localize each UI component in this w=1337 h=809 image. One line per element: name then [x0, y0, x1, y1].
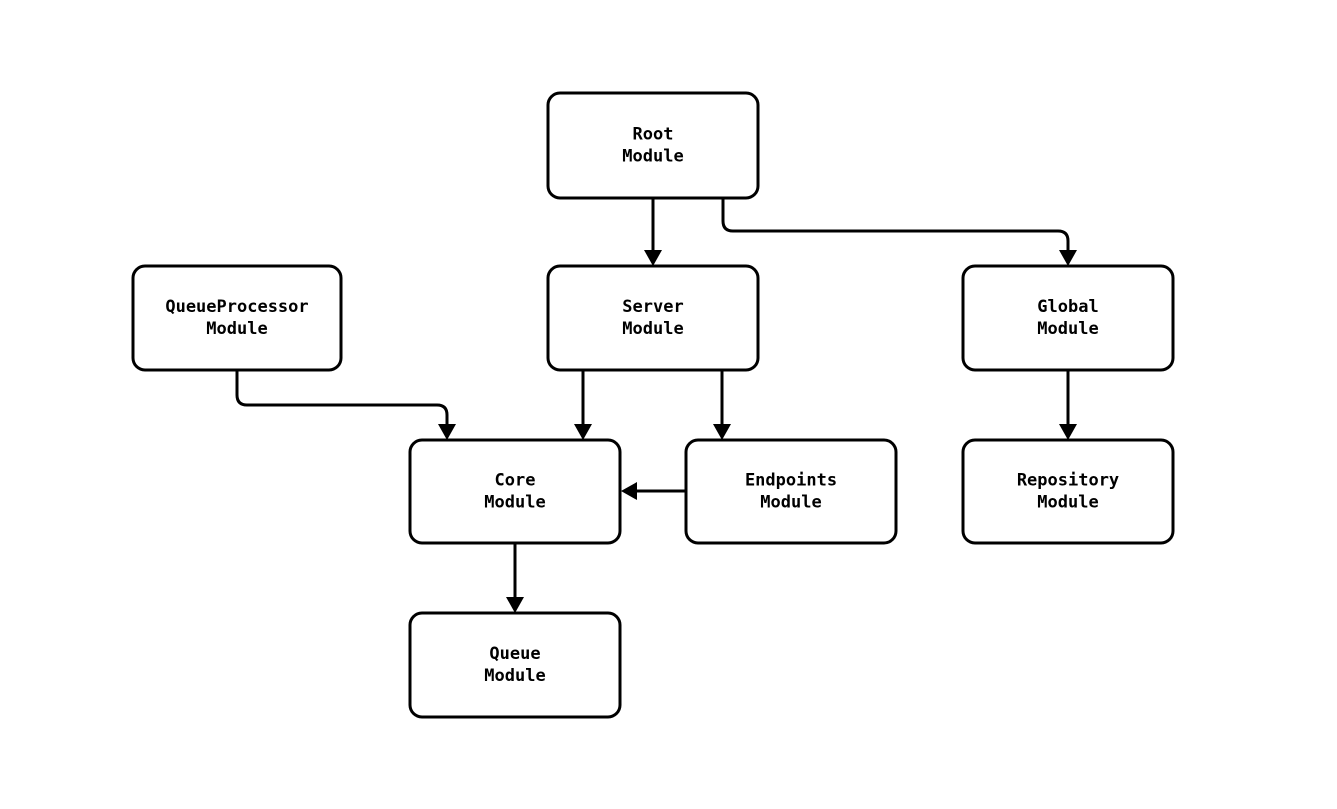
node-label-line1: Core [495, 471, 536, 491]
edge-endpoints-to-core [621, 482, 686, 500]
edge-root-to-global [721, 198, 1077, 266]
node-label-line1: Server [622, 297, 683, 317]
node-label-line2: Module [484, 493, 545, 513]
node-box[interactable] [546, 264, 760, 372]
edge-line [235, 370, 449, 427]
node-label-line2: Module [622, 319, 683, 339]
node-label-line2: Module [1037, 493, 1098, 513]
edge-line [721, 198, 1070, 253]
node-box[interactable] [961, 264, 1175, 372]
node-label-line2: Module [622, 147, 683, 167]
node-box[interactable] [408, 611, 622, 719]
edge-core-to-queue [506, 543, 524, 613]
arrowhead-icon [506, 597, 524, 613]
arrowhead-icon [1059, 250, 1077, 266]
node-label-line1: Queue [489, 644, 540, 664]
node-label-line2: Module [484, 666, 545, 686]
arrowhead-icon [574, 424, 592, 440]
edges-layer [235, 198, 1077, 613]
node-box[interactable] [684, 438, 898, 545]
node-label-line1: Global [1037, 297, 1098, 317]
node-label-line2: Module [760, 493, 821, 513]
node-box[interactable] [131, 264, 343, 372]
arrowhead-icon [644, 250, 662, 266]
node-label-line1: Root [633, 125, 674, 145]
arrowhead-icon [713, 424, 731, 440]
edge-queueprocessor-to-core [235, 370, 456, 440]
node-label-line1: Repository [1017, 471, 1119, 491]
arrowhead-icon [438, 424, 456, 440]
arrowhead-icon [1059, 424, 1077, 440]
node-box[interactable] [408, 438, 622, 545]
node-label-line2: Module [1037, 319, 1098, 339]
nodes-layer: RootModuleQueueProcessorModuleServerModu… [131, 91, 1175, 719]
edge-server-to-core [574, 370, 592, 440]
edge-root-to-server [644, 198, 662, 266]
node-box[interactable] [961, 438, 1175, 545]
arrowhead-icon [621, 482, 637, 500]
node-box[interactable] [546, 91, 760, 200]
edge-global-to-repository [1059, 370, 1077, 440]
node-label-line2: Module [206, 319, 267, 339]
node-label-line1: QueueProcessor [165, 297, 308, 317]
edge-server-to-endpoints [713, 370, 731, 440]
node-label-line1: Endpoints [745, 471, 837, 491]
